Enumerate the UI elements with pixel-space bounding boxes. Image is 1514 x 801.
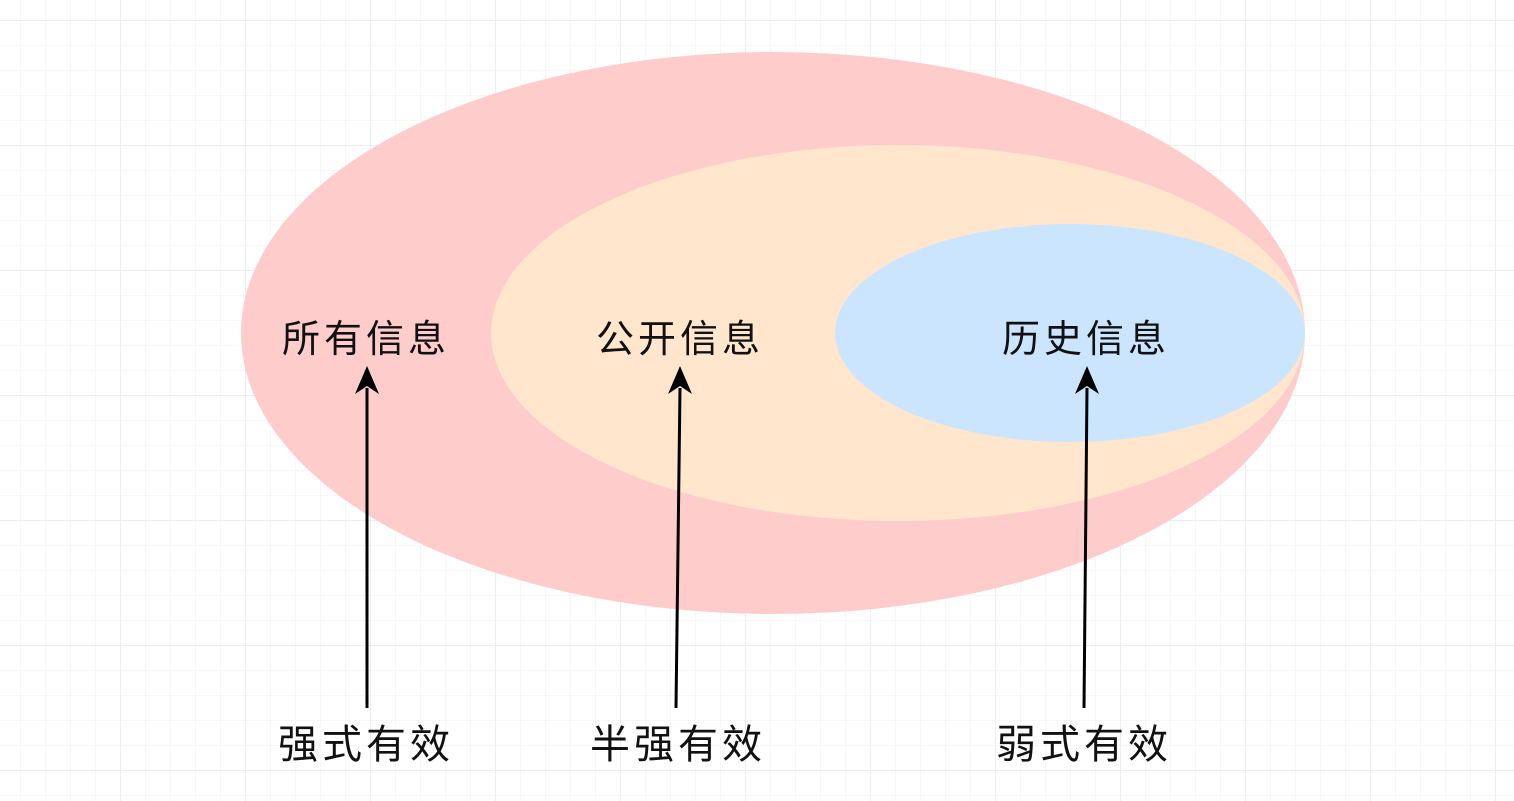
arrow-weak (1075, 366, 1099, 709)
all-info-label: 所有信息 (282, 317, 450, 361)
historical-info-label: 历史信息 (1002, 317, 1170, 361)
semi-strong-efficiency-label: 半强有效 (590, 722, 766, 768)
historical-info-ellipse (835, 224, 1305, 442)
public-info-label: 公开信息 (596, 317, 764, 361)
strong-efficiency-label: 强式有效 (278, 722, 454, 768)
arrow-strong (355, 366, 379, 708)
weak-efficiency-label: 弱式有效 (996, 722, 1172, 768)
arrow-semi-strong (668, 366, 692, 709)
